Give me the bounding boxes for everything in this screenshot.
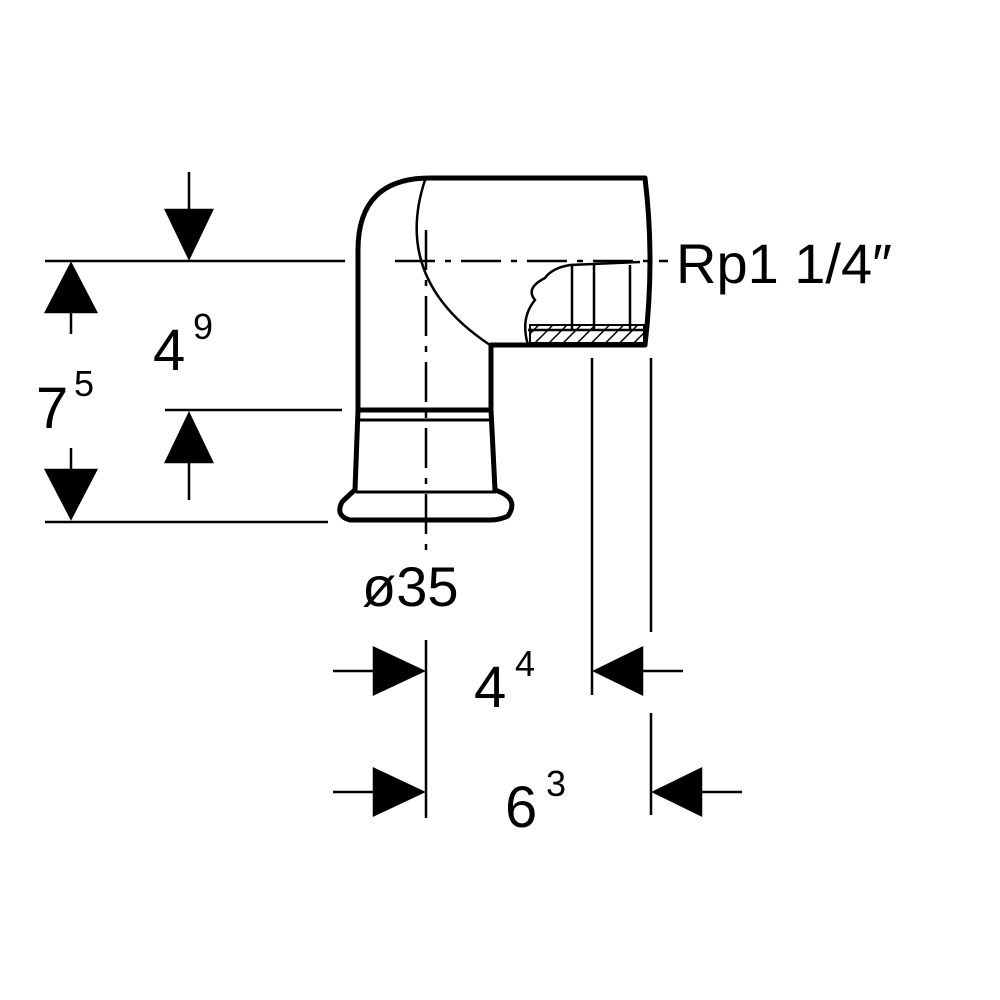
dim-overall-height-sup: 5: [74, 363, 94, 404]
elbow-outline: [355, 175, 653, 410]
press-socket: [337, 407, 515, 523]
centerlines: [395, 230, 668, 550]
arrow-up-inner: [164, 411, 214, 464]
arrow-right-overall-width: [372, 767, 426, 817]
arrow-up-overall: [43, 261, 99, 314]
dim-overall-width: 6: [505, 775, 537, 840]
arrow-left-inner-width: [592, 645, 644, 697]
elbow-inner-arc: [415, 179, 491, 347]
thread-hatch: [529, 324, 645, 344]
dimension-arrows: [43, 172, 742, 818]
diameter-label: ø35: [362, 555, 459, 618]
arrow-down-top: [164, 208, 214, 261]
dim-overall-height-base: 7: [36, 376, 68, 441]
dim-inner-height-sup: 9: [193, 306, 213, 347]
dim-inner-width-base: 4: [474, 655, 506, 720]
arrow-left-overall-width: [651, 766, 703, 818]
dim-inner-width: 4: [474, 655, 506, 720]
cutaway-break-line: [523, 260, 641, 346]
thread-label: Rp1 1/4″: [676, 232, 892, 295]
dim-inner-width-sup: 4: [515, 643, 535, 684]
dim-overall-width-base: 6: [505, 775, 537, 840]
dim-overall-width-sup: 3: [546, 763, 566, 804]
extension-lines: [45, 259, 653, 818]
dim-overall-height: 7: [36, 376, 68, 441]
dim-inner-height: 4: [153, 318, 185, 383]
thread-cutaway: [523, 260, 645, 346]
arrow-right-inner-width: [372, 646, 426, 696]
elbow-fitting: [337, 175, 653, 523]
arrow-down-overall: [43, 468, 99, 521]
dim-inner-height-base: 4: [153, 318, 185, 383]
